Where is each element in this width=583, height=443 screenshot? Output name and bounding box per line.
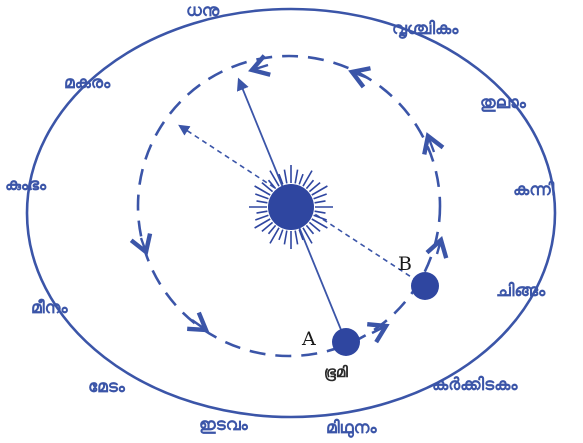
sun	[268, 184, 314, 230]
sun-ray	[269, 180, 276, 188]
zodiac-vrischikam: വൃശ്ചികം	[392, 19, 459, 39]
zodiac-karkkidakam: കർക്കിടകം	[432, 375, 518, 395]
earth-position-b	[411, 272, 439, 300]
sun-ray	[314, 215, 327, 220]
zodiac-thulam: തുലാം	[480, 93, 527, 113]
sun-ray	[315, 211, 326, 213]
orbit-arrow	[437, 240, 441, 254]
zodiac-kanni: കന്നി	[513, 180, 555, 200]
sun-ray	[255, 194, 268, 199]
zodiac-idavam: ഇടവം	[199, 415, 249, 435]
sun-ray	[299, 174, 303, 184]
sun-ray	[295, 170, 297, 184]
sun-ray	[257, 201, 268, 203]
sun-ray	[295, 231, 297, 245]
sun-ray	[284, 170, 286, 184]
sun-ray	[269, 225, 276, 233]
zodiac-meenam: മീനം	[31, 298, 68, 318]
zodiac-dhanu: ധനു	[186, 1, 220, 21]
sun-ray	[284, 231, 286, 245]
earth-label: ഭൂമി	[324, 363, 349, 382]
zodiac-mithunam: മിഥുനം	[326, 418, 377, 438]
sun-ray	[306, 180, 313, 188]
point-label-b: B	[398, 253, 412, 275]
sun-ray	[257, 211, 268, 213]
zodiac-makaram: മകരം	[64, 73, 111, 93]
orbit-arrow	[252, 65, 268, 70]
point-label-a: A	[301, 328, 316, 350]
sun-ray	[314, 194, 327, 199]
sun-ray	[306, 225, 313, 233]
sun-ray	[279, 230, 283, 240]
sun-ray	[315, 201, 326, 203]
zodiac-kumbham: കുംഭം	[5, 175, 47, 195]
zodiac-medam: മേടം	[88, 377, 126, 397]
orbit-arrow	[192, 320, 206, 330]
earth-position-a	[332, 328, 360, 356]
sun-ray	[255, 215, 268, 220]
zodiac-chingam: ചിങ്ങം	[496, 281, 546, 301]
